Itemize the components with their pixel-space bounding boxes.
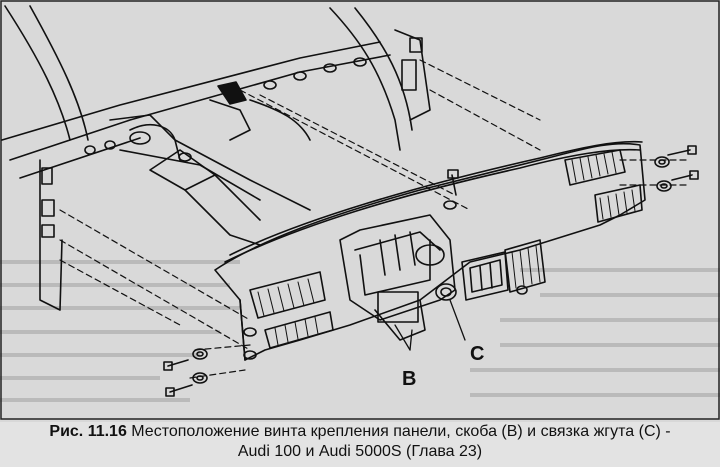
caption-text-1: Местоположение винта крепления панели, с…: [131, 423, 671, 440]
caption-line-1: Рис. 11.16 Местоположение винта креплени…: [0, 422, 720, 442]
caption-line-2: Audi 100 и Audi 5000S (Глава 23): [237, 443, 483, 460]
figure-number: Рис. 11.16: [49, 423, 127, 440]
figure-border: [0, 0, 720, 420]
center-stack: [339, 214, 456, 321]
callout-c-label: C: [470, 343, 484, 365]
dashboard-illustration: B C: [0, 0, 720, 420]
a-pillar-left: [4, 5, 71, 141]
background-text-noise: [0, 260, 720, 402]
callout-b-label: B: [402, 368, 416, 390]
dashboard-drawing: B C: [0, 0, 720, 420]
dashboard-panel: [214, 142, 646, 361]
figure-caption: Рис. 11.16 Местоположение винта креплени…: [0, 422, 720, 467]
